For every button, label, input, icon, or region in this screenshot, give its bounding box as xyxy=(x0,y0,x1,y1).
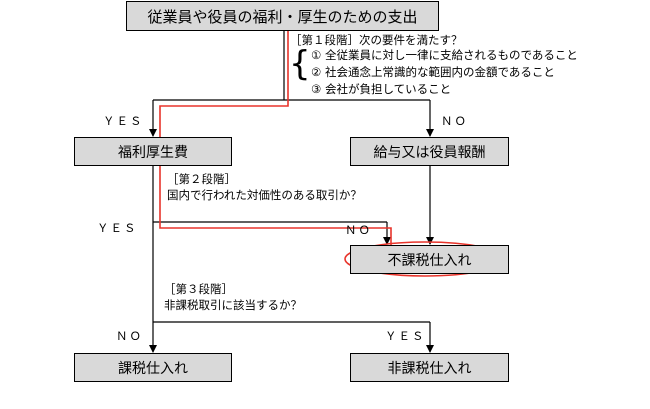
exempt-box: 非課税仕入れ xyxy=(350,353,509,382)
highlight-path xyxy=(159,30,392,245)
label-yes-3: ＹＥＳ xyxy=(385,329,426,343)
non-taxable-box: 不課税仕入れ xyxy=(350,245,509,274)
stage1-title: ［第１段階］次の要件を満たす？ xyxy=(290,33,463,47)
stage2-question: 国内で行われた対価性のある取引か？ xyxy=(167,188,362,202)
label-yes-1: ＹＥＳ xyxy=(103,114,144,128)
stage1-item-3: ③ 会社が負担していること xyxy=(311,82,452,96)
stage1-item-1: ① 全従業員に対し一律に支給されるものであること xyxy=(311,48,578,62)
stage3-question: 非課税取引に該当するか？ xyxy=(164,298,302,312)
stage1-brace: { xyxy=(289,44,311,84)
label-yes-2: ＹＥＳ xyxy=(97,221,138,235)
label-no-3: ＮＯ xyxy=(116,329,143,343)
stage1-item-2: ② 社会通念上常識的な範囲内の金額であること xyxy=(311,65,555,79)
welfare-box: 福利厚生費 xyxy=(74,137,232,166)
stage2-title: ［第２段階］ xyxy=(167,172,236,186)
label-no-1: ＮＯ xyxy=(441,114,468,128)
label-no-2: ＮＯ xyxy=(345,223,372,237)
salary-box: 給与又は役員報酬 xyxy=(350,137,509,166)
taxable-box: 課税仕入れ xyxy=(74,353,232,382)
top-box: 従業員や役員の福利・厚生のための支出 xyxy=(126,1,439,31)
stage3-title: ［第３段階］ xyxy=(164,282,233,296)
